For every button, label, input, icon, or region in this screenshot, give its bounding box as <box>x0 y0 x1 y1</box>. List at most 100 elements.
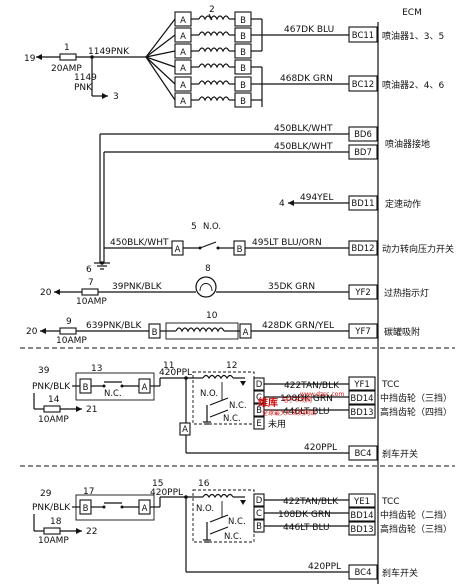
overheat-in-wire: 39PNK/BLK <box>112 282 163 292</box>
watermark: 维库 电子市场网 全球最大IC采购网站 www.dzsc.com <box>258 391 344 417</box>
injector-feed-branch <box>145 34 176 58</box>
s2-relay2-no: N.O. <box>196 504 214 514</box>
s1-relay-ref: 13 <box>91 364 102 374</box>
s2-mid-pin: BD14 <box>350 511 373 521</box>
overheat-source: 20 <box>40 288 52 298</box>
watermark-tagline: 全球最大IC采购网站 <box>262 409 316 417</box>
s1-fuse-dest: 21 <box>86 405 97 415</box>
canister-connector-b: B <box>152 328 158 338</box>
injector-connector-a: A <box>180 32 186 42</box>
s2-relay2-nc2: N.C. <box>224 532 242 542</box>
ground-ref: 6 <box>86 265 92 275</box>
s2-pin-d: D <box>256 496 263 506</box>
injector-branch-dest: 3 <box>113 92 119 102</box>
transmission-section-1: 39 PNK/BLK B 13 N.C. A 14 21 10AMP 11 42… <box>32 361 452 461</box>
s1-relay2-nc2: N.C. <box>223 414 241 424</box>
s1-high-wire: 446LT BLU <box>283 407 330 417</box>
s2-brake-wire: 420PPL <box>308 562 341 572</box>
s2-splice-ref: 15 <box>152 479 163 489</box>
s2-mid-label: 中挡齿轮（二挡） <box>380 509 452 521</box>
overheat-lamp-ref: 8 <box>205 264 211 274</box>
s1-fuse-rating: 10AMP <box>38 415 69 425</box>
injector-connector-a: A <box>180 48 186 58</box>
s1-mid-wire: 108DK GRN <box>280 394 333 404</box>
s1-relay-b: B <box>83 383 89 393</box>
s2-relay-b: B <box>83 504 89 514</box>
injector-bank2-pin: BC12 <box>352 80 374 90</box>
s1-brake-pin: BC4 <box>354 449 371 459</box>
s1-pin-e: E <box>256 419 261 429</box>
overheat-out-wire: 35DK GRN <box>268 282 315 292</box>
ps-connector-b: B <box>237 245 243 255</box>
overheat-fuse-ref: 7 <box>88 278 94 288</box>
canister-section: 20 9 10AMP 639PNK/BLK B 10 A 428DK GRN/Y… <box>26 311 420 346</box>
s1-high-pin: BD13 <box>350 408 373 418</box>
s2-brake-pin: BC4 <box>354 568 371 578</box>
s2-fuse-dest: 22 <box>86 527 97 537</box>
s1-mid-pin: BD14 <box>350 394 373 404</box>
ps-connector-a: A <box>175 245 181 255</box>
injector-bank1-pin: BC11 <box>352 31 374 41</box>
overheat-label: 过热指示灯 <box>384 287 429 299</box>
watermark-brand2: 电子市场网 <box>282 396 312 404</box>
injector-connector-a: A <box>180 16 186 26</box>
injector-connector-b: B <box>240 32 246 42</box>
s2-splice-wire: 420PPL <box>150 488 183 498</box>
canister-connector-a: A <box>243 328 249 338</box>
s1-fuse-ref: 14 <box>48 395 60 405</box>
injector-connector-b: B <box>240 48 246 58</box>
s1-pin-d: D <box>256 380 263 390</box>
ps-ref: 5 <box>191 222 197 232</box>
s1-unused: 未用 <box>268 418 286 430</box>
ground-label: 喷油器接地 <box>385 138 430 150</box>
ps-pin: BD12 <box>351 244 374 254</box>
watermark-brand: 维库 <box>258 396 278 409</box>
s2-tcc-wire: 422TAN/BLK <box>283 497 339 507</box>
overheat-pin: YF2 <box>354 288 371 298</box>
svg-text:1149: 1149 <box>74 73 97 83</box>
transmission-section-2: 29 PNK/BLK B 17 A 18 22 10AMP 15 420PPL … <box>32 479 452 580</box>
injector-feed-branch <box>145 56 176 85</box>
injector-feed-branch <box>145 56 176 68</box>
s1-pin-b: B <box>256 406 262 416</box>
injector-feed-wire: 1149PNK <box>88 47 130 57</box>
s1-mid-label: 中挡齿轮（三挡） <box>380 392 452 404</box>
injector-connector-b: B <box>240 64 246 74</box>
s1-high-label: 高挡齿轮（四挡） <box>380 406 452 418</box>
canister-pin: YF7 <box>354 327 371 337</box>
s2-relay2-nc: N.C. <box>228 517 246 527</box>
s2-relay2-ref: 16 <box>198 479 210 489</box>
s2-high-wire: 446LT BLU <box>283 523 330 533</box>
injector-ground-section: 450BLK/WHT 450BLK/WHT BD6 BD7 喷油器接地 6 <box>86 124 430 275</box>
s2-feed-ref: 29 <box>40 489 52 499</box>
injector-bank1-wire: 467DK BLU <box>284 25 334 35</box>
s2-relay-a: A <box>142 504 148 514</box>
injector-connector-a: A <box>180 64 186 74</box>
s1-tcc-label: TCC <box>381 380 400 390</box>
injector-bank2-wire: 468DK GRN <box>280 74 333 84</box>
injector-connector-a: A <box>180 97 186 107</box>
injector-coil-ref: 2 <box>209 5 215 15</box>
ps-label: 动力转向压力开关 <box>382 243 454 255</box>
s2-tcc-pin: YE1 <box>353 497 370 507</box>
svg-text:PNK: PNK <box>74 83 93 93</box>
canister-source: 20 <box>26 327 38 337</box>
cruise-label: 定速动作 <box>385 198 421 210</box>
ps-in-wire: 450BLK/WHT <box>110 238 169 248</box>
cruise-section: 4 494YEL BD11 定速动作 <box>279 193 421 211</box>
s2-high-label: 高挡齿轮（三挡） <box>380 523 452 535</box>
ground-wire-1: 450BLK/WHT <box>274 124 333 134</box>
s2-relay-ref: 17 <box>83 487 94 497</box>
s1-tcc-wire: 422TAN/BLK <box>284 381 340 391</box>
canister-fuse-rating: 10AMP <box>56 336 87 346</box>
s2-mid-wire: 108DK GRN <box>278 510 331 520</box>
injector-fuse-rating: 20AMP <box>51 64 82 74</box>
injector-fuse-ref: 1 <box>64 43 70 53</box>
canister-fuse-ref: 9 <box>66 317 72 327</box>
